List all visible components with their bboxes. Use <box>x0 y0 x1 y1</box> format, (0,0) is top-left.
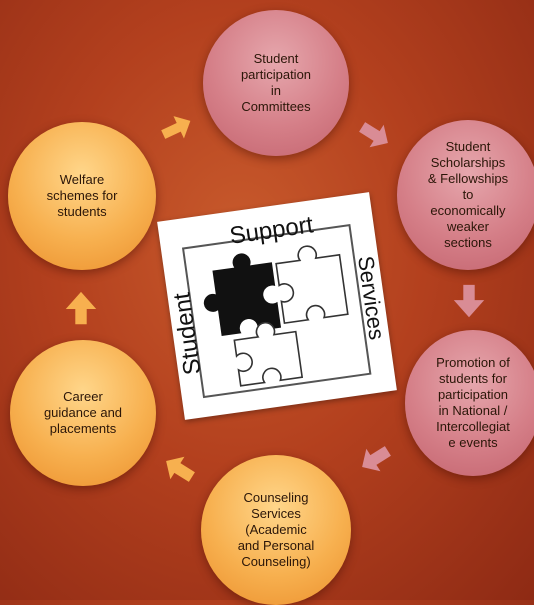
node-committees: Student participation in Committees <box>203 10 349 156</box>
arrow-counseling-to-career <box>166 456 195 482</box>
arrow-welfare-to-committees <box>161 116 191 139</box>
node-promotion: Promotion of students for participation … <box>405 330 534 476</box>
arrow-career-to-welfare <box>65 291 97 325</box>
node-committees-label: Student participation in Committees <box>240 51 312 114</box>
node-career-label: Career guidance and placements <box>43 389 123 436</box>
logo-word-services: Services <box>353 254 389 341</box>
node-promotion-label: Promotion of students for participation … <box>436 355 510 450</box>
node-counseling: Counseling Services (Academic and Person… <box>201 455 351 605</box>
puzzle-graphic: Support Student Services <box>168 211 390 399</box>
node-scholarships: Student Scholarships & Fellowships to ec… <box>397 120 534 270</box>
puzzle-piece-outline-icon <box>233 245 349 387</box>
logo-word-support: Support <box>228 211 315 249</box>
center-logo: Support Student Services <box>157 192 397 420</box>
node-scholarships-label: Student Scholarships & Fellowships to ec… <box>427 139 509 250</box>
node-counseling-label: Counseling Services (Academic and Person… <box>237 490 315 569</box>
arrow-scholarships-to-promotion <box>453 284 485 318</box>
arrow-committees-to-scholarships <box>359 122 388 148</box>
puzzle-piece-black-icon <box>203 253 282 336</box>
node-welfare-label: Welfare schemes for students <box>46 172 118 219</box>
arrow-promotion-to-counseling <box>362 446 391 472</box>
node-career: Career guidance and placements <box>10 340 156 486</box>
logo-word-student: Student <box>168 291 206 377</box>
node-welfare: Welfare schemes for students <box>8 122 156 270</box>
